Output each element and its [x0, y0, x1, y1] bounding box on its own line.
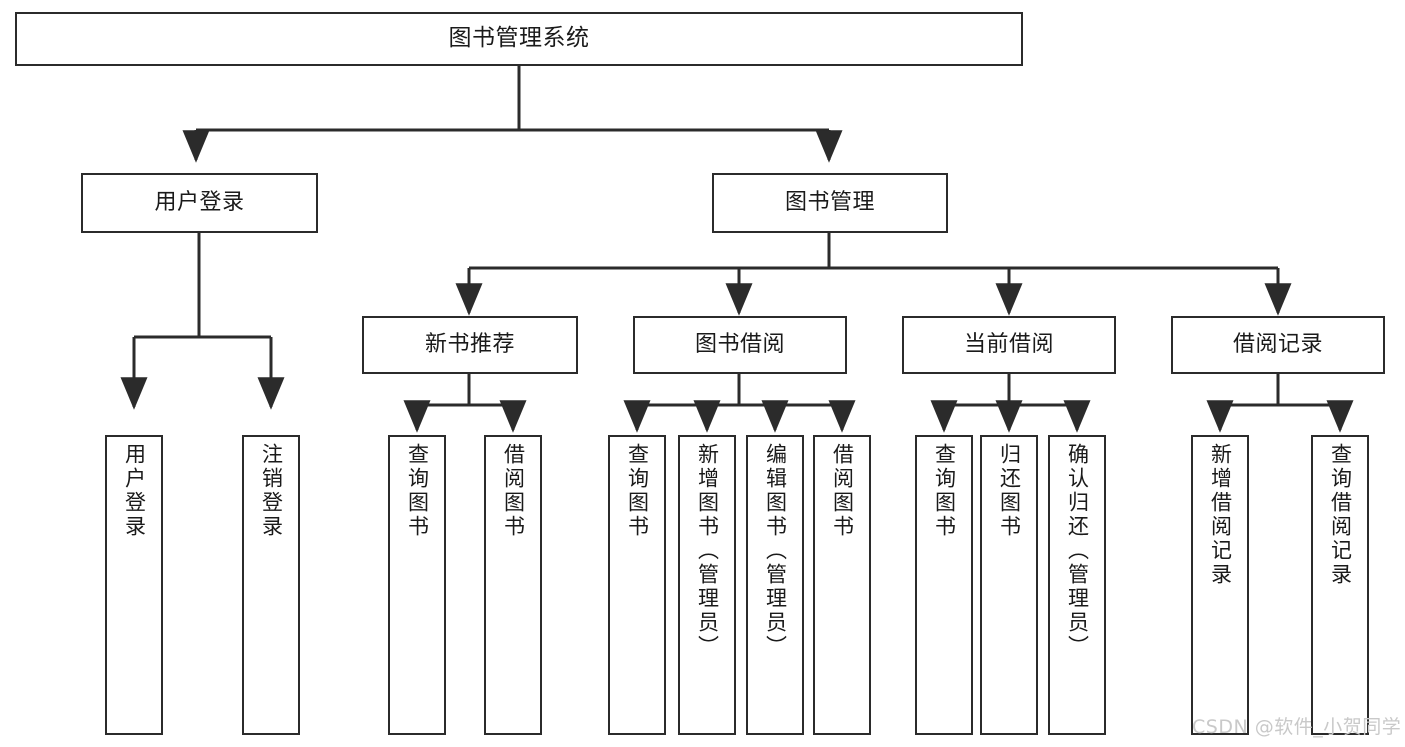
node-book-manage[interactable]: 图书管理 — [712, 173, 948, 233]
node-borrow-record-label: 借阅记录 — [1232, 332, 1323, 358]
node-leaf-user-login[interactable]: 用户登录 — [105, 435, 163, 735]
node-leaf-borrow-book-1-label: 借阅图书 — [501, 443, 526, 539]
node-book-borrow[interactable]: 图书借阅 — [633, 316, 847, 374]
node-leaf-query-book-1[interactable]: 查询图书 — [388, 435, 446, 735]
node-leaf-edit-book[interactable]: 编辑图书（管理员） — [746, 435, 804, 735]
node-leaf-query-book-1-label: 查询图书 — [405, 443, 430, 539]
node-root-label: 图书管理系统 — [448, 25, 590, 52]
node-leaf-add-record-label: 新增借阅记录 — [1208, 443, 1233, 587]
node-leaf-query-record-label: 查询借阅记录 — [1328, 443, 1353, 587]
node-root[interactable]: 图书管理系统 — [15, 12, 1023, 66]
node-leaf-borrow-book-1[interactable]: 借阅图书 — [484, 435, 542, 735]
node-user-login-label: 用户登录 — [154, 190, 245, 216]
node-book-borrow-label: 图书借阅 — [694, 332, 785, 358]
node-leaf-user-logout-label: 注销登录 — [259, 443, 284, 539]
node-leaf-borrow-book-2[interactable]: 借阅图书 — [813, 435, 871, 735]
node-leaf-query-book-2[interactable]: 查询图书 — [608, 435, 666, 735]
node-leaf-add-book[interactable]: 新增图书（管理员） — [678, 435, 736, 735]
node-leaf-confirm-return-label: 确认归还（管理员） — [1065, 443, 1090, 659]
node-leaf-add-record[interactable]: 新增借阅记录 — [1191, 435, 1249, 735]
node-leaf-add-book-label: 新增图书（管理员） — [695, 443, 720, 659]
node-new-book-recommend[interactable]: 新书推荐 — [362, 316, 578, 374]
node-leaf-query-book-3-label: 查询图书 — [932, 443, 957, 539]
node-borrow-record[interactable]: 借阅记录 — [1171, 316, 1385, 374]
node-leaf-user-logout[interactable]: 注销登录 — [242, 435, 300, 735]
node-current-borrow[interactable]: 当前借阅 — [902, 316, 1116, 374]
node-leaf-query-record[interactable]: 查询借阅记录 — [1311, 435, 1369, 735]
node-user-login[interactable]: 用户登录 — [81, 173, 318, 233]
node-current-borrow-label: 当前借阅 — [963, 332, 1054, 358]
node-leaf-return-book-label: 归还图书 — [997, 443, 1022, 539]
node-leaf-confirm-return[interactable]: 确认归还（管理员） — [1048, 435, 1106, 735]
node-new-book-recommend-label: 新书推荐 — [424, 332, 515, 358]
node-leaf-return-book[interactable]: 归还图书 — [980, 435, 1038, 735]
watermark: CSDN @软件_小贺同学 — [1192, 716, 1402, 738]
node-leaf-query-book-2-label: 查询图书 — [625, 443, 650, 539]
node-leaf-user-login-label: 用户登录 — [122, 443, 147, 539]
node-book-manage-label: 图书管理 — [784, 190, 875, 216]
node-leaf-borrow-book-2-label: 借阅图书 — [830, 443, 855, 539]
node-leaf-query-book-3[interactable]: 查询图书 — [915, 435, 973, 735]
node-leaf-edit-book-label: 编辑图书（管理员） — [763, 443, 788, 659]
